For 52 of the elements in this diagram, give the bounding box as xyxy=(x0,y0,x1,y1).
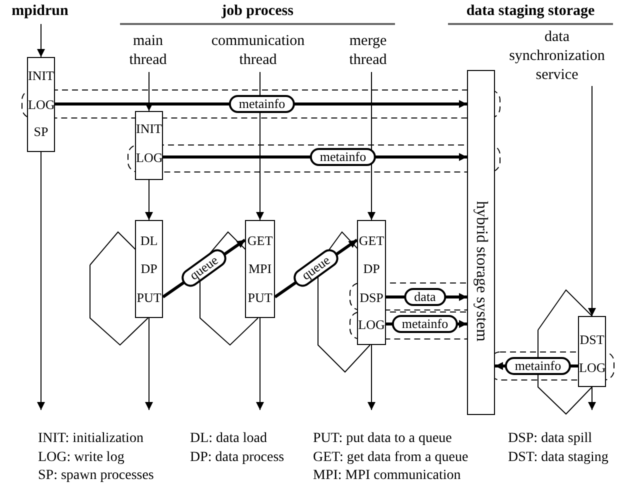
step-label: LOG xyxy=(28,97,54,112)
step-label: INIT xyxy=(136,121,162,136)
legend-text: DST: data staging xyxy=(508,449,608,467)
step-label: GET xyxy=(358,233,385,248)
edge-label: metainfo xyxy=(392,315,458,333)
step-label: DP xyxy=(140,261,158,276)
legend-text: DSP: data spill xyxy=(508,430,592,448)
activation-box xyxy=(357,220,386,345)
lifeline-arrow xyxy=(256,72,264,220)
step-label: INIT xyxy=(28,68,54,83)
edge-label: metainfo xyxy=(504,357,572,375)
edge-label: metainfo xyxy=(228,95,296,113)
lifeline-arrow xyxy=(368,344,376,410)
step-label: SP xyxy=(32,124,50,139)
step-label: LOG xyxy=(579,360,605,375)
legend-text: INIT: initialization xyxy=(38,430,144,448)
activation-box xyxy=(578,316,606,387)
lifeline-arrow xyxy=(368,72,376,220)
lifeline-arrow xyxy=(37,24,45,58)
legend-text: DP: data process xyxy=(190,449,284,467)
activation-box xyxy=(135,111,163,180)
legend-text: PUT: put data to a queue xyxy=(313,430,452,448)
lifeline-arrow xyxy=(37,152,45,410)
edge-label: data xyxy=(404,288,446,306)
activation-box xyxy=(245,220,275,318)
group-heading: job process xyxy=(220,2,294,20)
step-label: LOG xyxy=(136,150,162,165)
lifeline-arrow xyxy=(256,318,264,410)
lifeline-arrow xyxy=(588,386,596,410)
storage-bar xyxy=(467,70,495,415)
edge-label: metainfo xyxy=(310,148,376,166)
lifeline-arrow xyxy=(145,180,153,220)
step-label: LOG xyxy=(358,317,385,332)
step-label: DL xyxy=(139,233,159,248)
step-label: DP xyxy=(362,261,381,276)
step-label: MPI xyxy=(247,261,273,276)
legend-text: DL: data load xyxy=(190,430,267,448)
activation-box xyxy=(135,220,163,318)
legend-text: LOG: write log xyxy=(38,449,124,467)
group-heading: data staging storage xyxy=(465,2,596,20)
legend-text: SP: spawn processes xyxy=(38,467,154,485)
lifeline-arrow xyxy=(145,72,153,112)
activation-box xyxy=(27,57,55,152)
step-label: DSP xyxy=(358,290,384,305)
step-label: PUT xyxy=(136,290,162,305)
lifeline-arrow xyxy=(588,86,596,316)
legend-text: MPI: MPI communication xyxy=(313,467,461,485)
legend-text: GET: get data from a queue xyxy=(313,449,468,467)
step-label: DST xyxy=(579,332,605,347)
lifeline-arrow xyxy=(145,318,153,410)
step-label: PUT xyxy=(246,290,274,305)
step-label: GET xyxy=(246,233,274,248)
